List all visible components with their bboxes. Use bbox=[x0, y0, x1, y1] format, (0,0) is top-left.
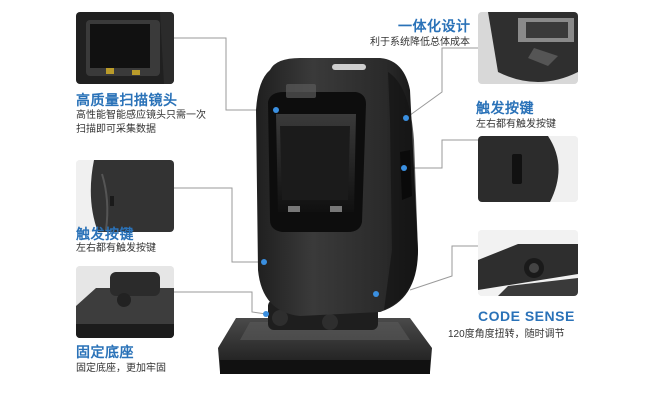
right-trigger-title: 触发按键 bbox=[476, 100, 534, 116]
code-sense-thumbnail bbox=[478, 230, 578, 296]
left-trigger-thumbnail bbox=[76, 160, 174, 232]
fixed-base-thumbnail bbox=[76, 266, 174, 338]
integrated-design-desc: 利于系统降低总体成本 bbox=[370, 37, 470, 48]
hd-scan-head-desc: 高性能智能感应镜头只需一次 扫描即可采集数据 bbox=[76, 109, 206, 137]
right-trigger-thumbnail bbox=[478, 136, 578, 202]
right-trigger-desc: 左右都有触发按键 bbox=[476, 119, 556, 130]
fixed-base-title: 固定底座 bbox=[76, 344, 134, 360]
left-trigger-title: 触发按键 bbox=[76, 226, 134, 242]
left-trigger-desc: 左右都有触发按键 bbox=[76, 243, 156, 254]
code-sense-title: CODE SENSE bbox=[478, 308, 575, 324]
integrated-design-thumbnail bbox=[478, 12, 578, 84]
scan-head-thumbnail bbox=[76, 12, 174, 84]
integrated-design-title: 一体化设计 bbox=[398, 18, 471, 34]
hd-scan-head-title: 高质量扫描镜头 bbox=[76, 92, 178, 108]
hd-scan-head-desc-line2: 扫描即可采集数据 bbox=[76, 124, 156, 135]
fixed-base-desc: 固定底座，更加牢固 bbox=[76, 363, 166, 374]
code-sense-desc: 120度角度扭转，随时调节 bbox=[448, 329, 565, 340]
hd-scan-head-desc-line1: 高性能智能感应镜头只需一次 bbox=[76, 110, 206, 121]
